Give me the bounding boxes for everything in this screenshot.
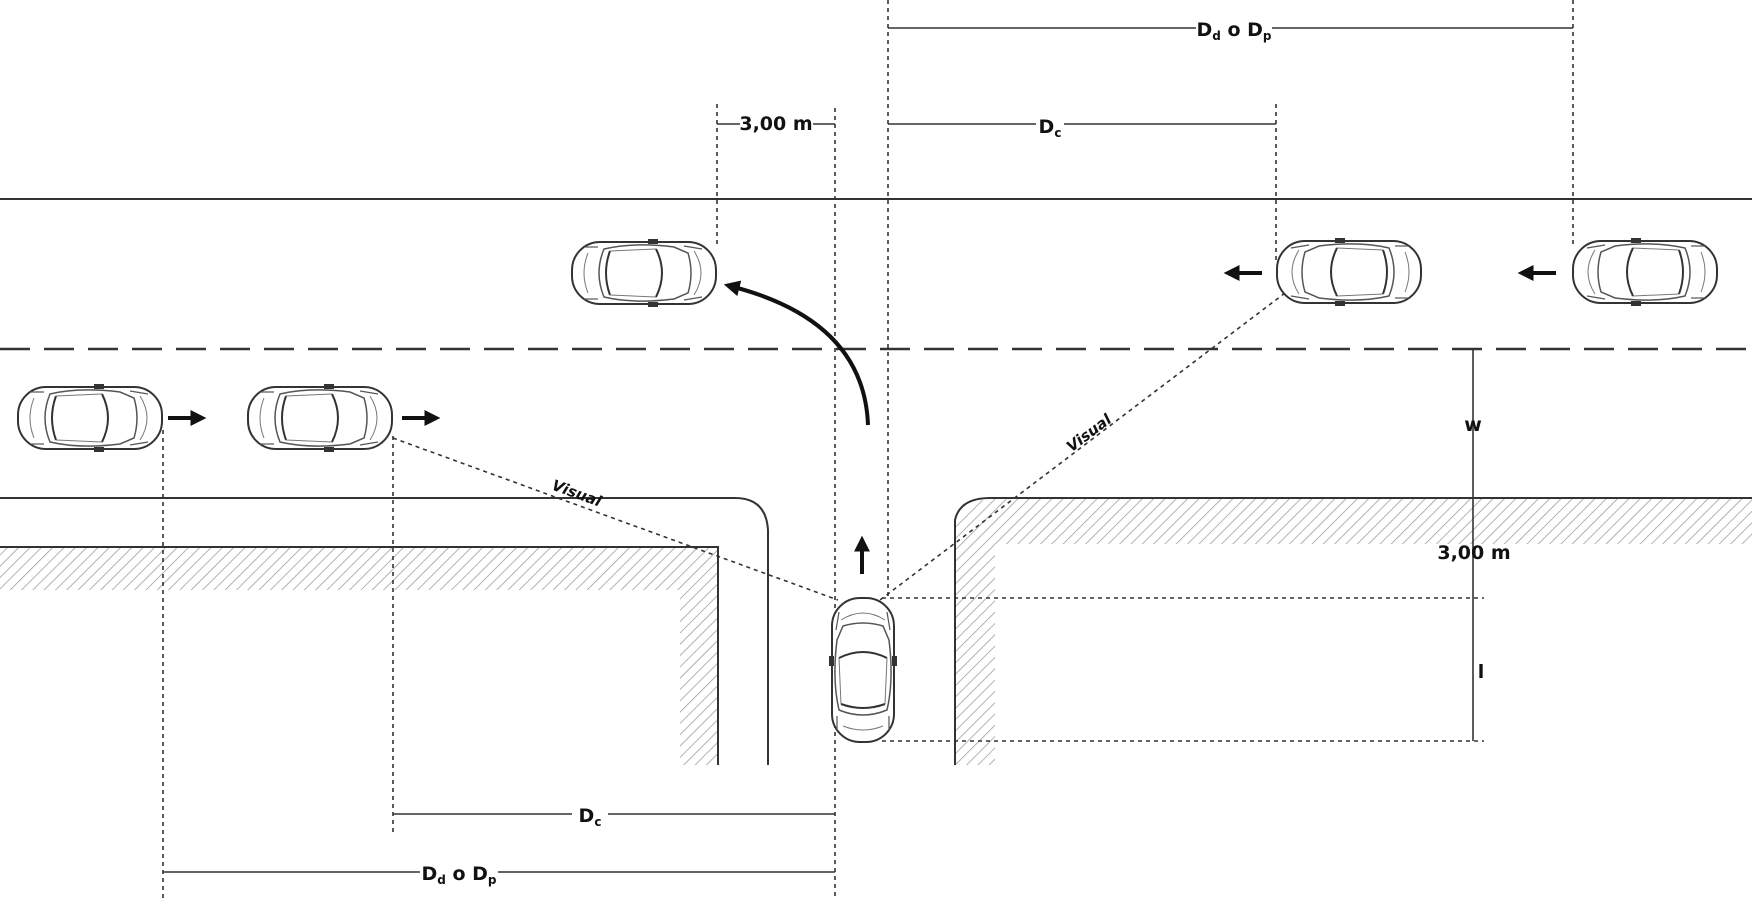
car-topview-icon [571, 238, 717, 308]
label-l: l [1478, 661, 1485, 683]
label-side-clearance: 3,00 m [1437, 542, 1510, 564]
car-topview-icon [1276, 237, 1422, 307]
dimension-lines [163, 27, 1573, 873]
label-top-dd-dp: Dd o Dp [1196, 19, 1271, 43]
label-visual-left: Visual [550, 476, 605, 511]
left-curb [0, 497, 769, 765]
left-sidewalk-edge [0, 546, 719, 765]
car-top-left [571, 238, 717, 308]
sidewalk-hatch [0, 498, 1752, 765]
car-topview-icon [1572, 237, 1718, 307]
car-topview-icon [247, 383, 393, 453]
label-bottom-dd-dp: Dd o Dp [421, 863, 496, 887]
right-curb [954, 497, 1752, 765]
label-top-dc: Dc [1039, 116, 1062, 140]
label-w: w [1464, 414, 1482, 436]
car-top-right [1572, 237, 1718, 307]
car-lane-left-1 [17, 383, 163, 453]
reference-lines [162, 0, 1574, 898]
direction-arrows [168, 265, 1556, 574]
label-visual-right: Visual [1063, 410, 1116, 456]
car-entering [828, 597, 898, 743]
car-topview-icon [828, 597, 898, 743]
car-topview-icon [17, 383, 163, 453]
label-top-clearance: 3,00 m [739, 113, 812, 135]
road-edges [0, 198, 1752, 765]
turn-path-arrow [723, 280, 870, 426]
label-bottom-dc: Dc [579, 805, 602, 829]
car-top-middle [1276, 237, 1422, 307]
car-lane-left-2 [247, 383, 393, 453]
sight-line-left [392, 437, 839, 601]
